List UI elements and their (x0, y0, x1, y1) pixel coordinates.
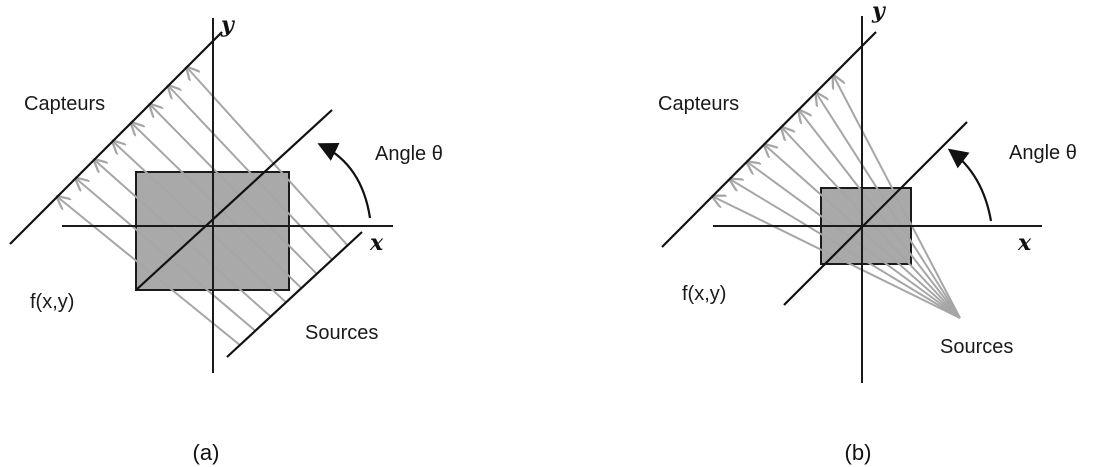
y-axis-label: y (220, 12, 236, 38)
function-label: f(x,y) (30, 291, 74, 313)
detector-line (9, 31, 223, 245)
source-label: Sources (305, 322, 378, 344)
fan-rays (713, 76, 961, 319)
detector-label: Capteurs (24, 93, 105, 115)
source-line (226, 231, 363, 358)
angle-arc-arrow (947, 148, 993, 222)
source-label: Sources (940, 336, 1013, 358)
ray (57, 197, 241, 346)
ray (816, 93, 961, 319)
parallel-rays (57, 67, 349, 346)
ray (730, 179, 961, 319)
panel-a: Capteurs Angle θ f(x,y) Sources x y (a) (9, 12, 443, 465)
angle-label: Angle θ (375, 143, 443, 165)
ray (131, 123, 302, 289)
caption-a: (a) (193, 440, 220, 465)
ray (833, 76, 961, 319)
ray (713, 196, 961, 319)
x-axis-label: x (369, 230, 384, 256)
ray (168, 86, 333, 261)
rotated-axis-line (783, 121, 968, 306)
ray (94, 160, 272, 318)
panel-b: Capteurs Angle θ f(x,y) Sources x y (b) (658, 0, 1077, 465)
angle-arc-arrow (317, 143, 372, 219)
detector-label: Capteurs (658, 93, 739, 115)
angle-label: Angle θ (1009, 142, 1077, 164)
function-label: f(x,y) (682, 283, 726, 305)
ray (799, 110, 961, 319)
x-axis-label: x (1017, 230, 1032, 256)
ray (76, 178, 256, 332)
ray (113, 141, 287, 303)
caption-b: (b) (845, 440, 872, 465)
detector-line (661, 31, 877, 248)
ray (150, 104, 318, 275)
ray (747, 162, 961, 319)
y-axis-label: y (871, 0, 887, 24)
ray (782, 127, 961, 319)
rotated-axis-line (135, 109, 333, 291)
